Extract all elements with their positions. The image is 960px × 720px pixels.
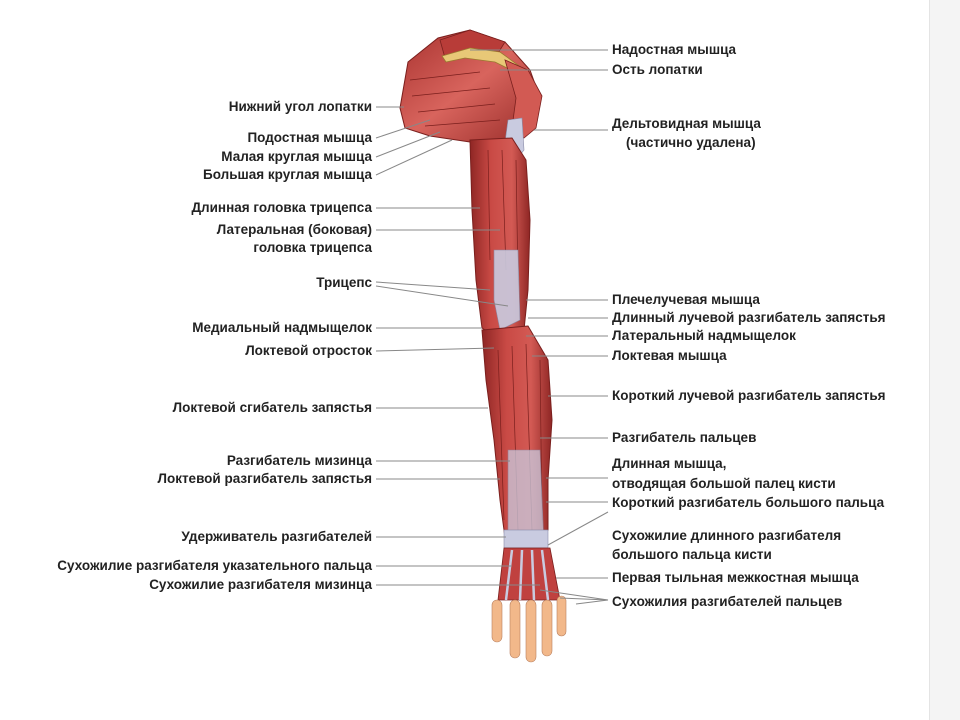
label-olecranon: Локтевой отросток	[245, 343, 372, 358]
upper-arm	[469, 137, 531, 341]
label-extensor-retinaculum: Удерживатель разгибателей	[181, 529, 372, 544]
label-extensor-digiti-minimi: Разгибатель мизинца	[226, 453, 372, 468]
triceps-tendon	[493, 249, 521, 331]
label-deltoid: Дельтовидная мышца	[612, 116, 761, 131]
label-apl-2: отводящая большой палец кисти	[612, 476, 836, 491]
leader-lines-right	[470, 49, 609, 605]
hand-tendons	[504, 549, 550, 601]
forearm	[481, 325, 553, 549]
label-ecrl: Длинный лучевой разгибатель запястья	[612, 310, 886, 325]
finger-2	[509, 599, 521, 659]
label-first-dorsal-interosseous: Первая тыльная межкостная мышца	[612, 570, 859, 585]
label-extensor-tendons: Сухожилия разгибателей пальцев	[612, 594, 843, 609]
label-teres-major: Большая круглая мышца	[203, 167, 372, 182]
label-apl-1: Длинная мышца,	[612, 456, 727, 471]
label-edm-tendon: Сухожилие разгибателя мизинца	[149, 577, 372, 592]
label-triceps: Трицепс	[316, 275, 372, 290]
label-triceps-lateral-head-1: Латеральная (боковая)	[216, 222, 372, 237]
label-infraspinatus: Подостная мышца	[247, 130, 372, 145]
leader-lines-left	[375, 106, 540, 586]
label-deltoid-note: (частично удалена)	[626, 135, 756, 150]
extensor-retinaculum	[503, 529, 549, 549]
label-epb: Короткий разгибатель большого пальца	[612, 495, 885, 510]
label-epl-tendon-1: Сухожилие длинного разгибателя	[612, 528, 842, 543]
label-supraspinatus: Надостная мышца	[612, 42, 737, 57]
label-scapular-spine: Ость лопатки	[612, 62, 703, 77]
finger-5	[556, 595, 567, 637]
label-epl-tendon-2: большого пальца кисти	[612, 547, 772, 562]
label-medial-epicondyle: Медиальный надмыщелок	[192, 320, 372, 335]
label-extensor-indicis-tendon: Сухожилие разгибателя указательного паль…	[57, 558, 372, 573]
label-fcu: Локтевой сгибатель запястья	[172, 400, 372, 415]
label-extensor-digitorum: Разгибатель пальцев	[612, 430, 757, 445]
label-triceps-lateral-head-2: головка трицепса	[253, 240, 372, 255]
hand	[491, 547, 567, 663]
right-edge-strip	[929, 0, 960, 720]
finger-4	[541, 599, 553, 657]
label-brachioradialis: Плечелучевая мышца	[612, 292, 760, 307]
label-ecrb: Короткий лучевой разгибатель запястья	[612, 388, 886, 403]
forearm-fibers	[497, 343, 543, 531]
label-triceps-long-head: Длинная головка трицепса	[191, 200, 372, 215]
label-anconeus: Локтевая мышца	[612, 348, 727, 363]
finger-3	[525, 599, 537, 663]
infraspinatus-fibers	[409, 71, 501, 127]
shoulder-region	[399, 29, 543, 166]
finger-1	[491, 599, 503, 643]
deltoid-muscle	[504, 59, 543, 139]
label-lateral-epicondyle: Латеральный надмыщелок	[612, 328, 796, 343]
label-teres-minor: Малая круглая мышца	[221, 149, 372, 164]
label-ecu: Локтевой разгибатель запястья	[157, 471, 372, 486]
label-inferior-angle-scapula: Нижний угол лопатки	[228, 99, 372, 114]
